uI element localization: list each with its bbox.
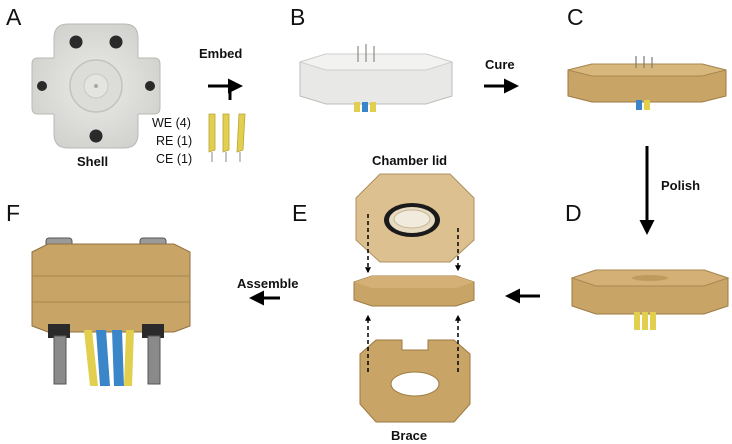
shell-caption: Shell bbox=[77, 154, 109, 169]
electrode-label-re: RE (1) bbox=[156, 134, 193, 148]
panel-letter-c: C bbox=[567, 4, 584, 30]
cured-shell-photo bbox=[567, 56, 727, 110]
panel-letter-e: E bbox=[292, 200, 308, 226]
assembled-cell-photo bbox=[31, 237, 191, 386]
step-label-cure: Cure bbox=[485, 57, 515, 72]
step-label-polish: Polish bbox=[661, 178, 701, 193]
step-label-assemble: Assemble bbox=[237, 276, 299, 291]
panel-letter-f: F bbox=[6, 200, 21, 226]
panel-letter-a: A bbox=[6, 4, 22, 30]
shell-photo bbox=[31, 23, 161, 149]
electrode-wires-photo bbox=[208, 113, 246, 162]
panel-letter-d: D bbox=[565, 200, 582, 226]
embedded-shell-photo bbox=[298, 44, 454, 112]
step-label-embed: Embed bbox=[199, 46, 243, 61]
electrode-label-ce: CE (1) bbox=[156, 152, 193, 166]
panel-letter-b: B bbox=[290, 4, 306, 30]
brace-caption: Brace bbox=[391, 428, 428, 443]
electrode-label-we: WE (4) bbox=[152, 116, 191, 130]
chamber-lid-caption: Chamber lid bbox=[372, 153, 448, 168]
brace-photo bbox=[359, 339, 471, 423]
chamber-lid-photo bbox=[355, 173, 475, 263]
assembly-shell-photo bbox=[353, 275, 475, 307]
polished-shell-photo bbox=[570, 269, 730, 330]
